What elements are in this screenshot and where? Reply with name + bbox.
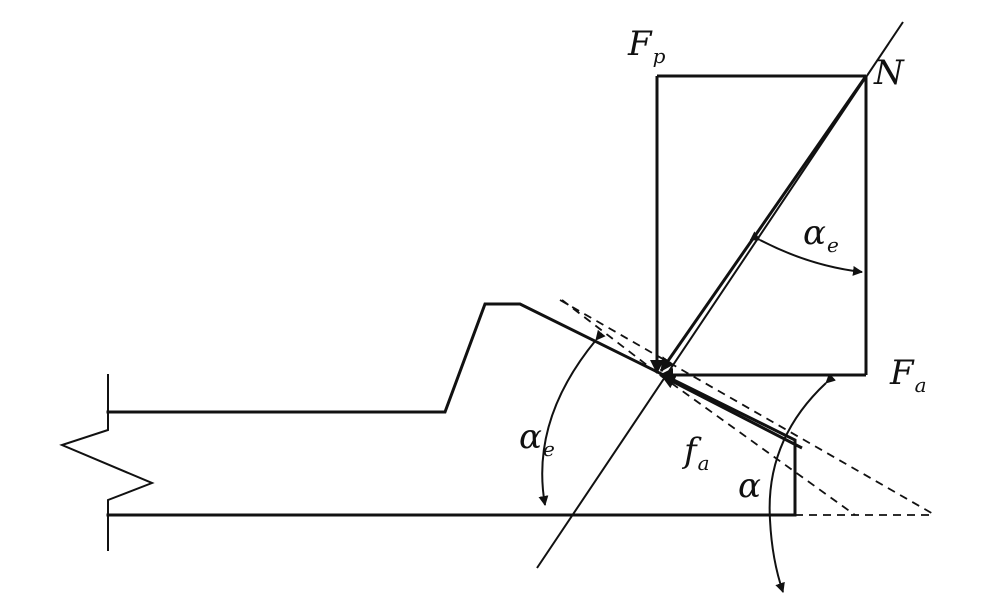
label-normal-n: N [873, 53, 905, 93]
normal-and-friction [536, 21, 904, 569]
label-angle-bottom: α [738, 466, 761, 506]
angle-arcs [538, 231, 863, 593]
dashed-upper-left [561, 299, 661, 376]
dashed-diagonal-long [559, 299, 936, 516]
labels: Fp N αe Fa fa αe α [519, 24, 927, 506]
tool-outline [59, 302, 797, 551]
angle-arc-top [749, 231, 863, 276]
normal-force-arrow [659, 75, 868, 372]
label-angle-top: αe [803, 213, 839, 257]
label-force-fp: Fp [627, 24, 666, 68]
friction-force-arrow [661, 374, 803, 450]
label-angle-left: αe [519, 417, 555, 461]
angle-arc-left [538, 329, 606, 506]
label-force-fa: Fa [889, 353, 927, 397]
angle-arc-bottom [768, 373, 836, 593]
break-line [59, 411, 155, 516]
label-friction-fa: fa [681, 431, 710, 475]
